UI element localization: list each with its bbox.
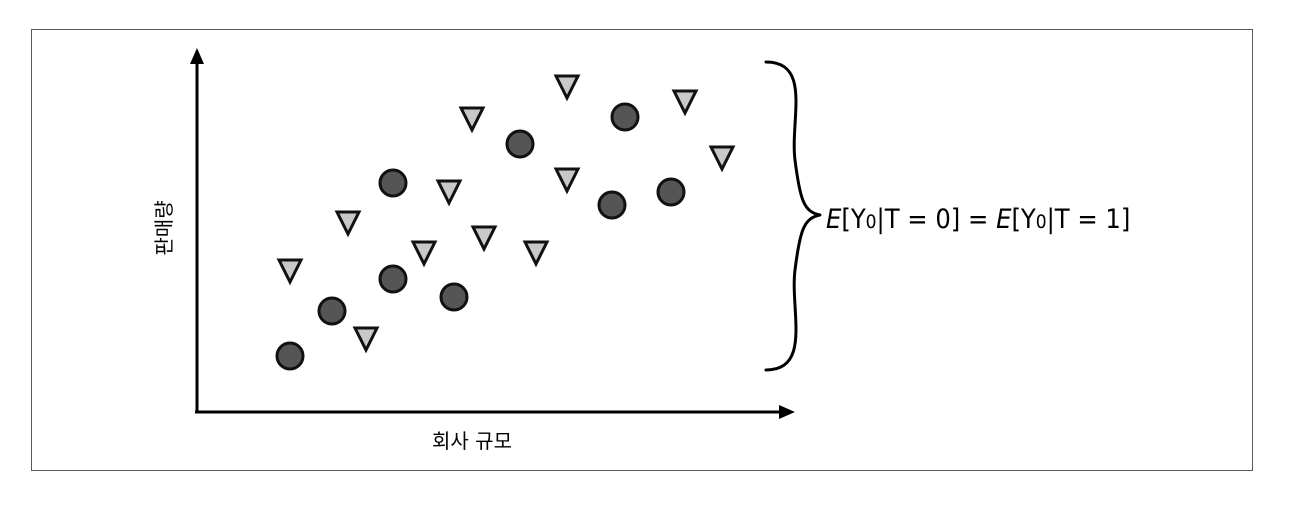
- eq-lhs-given: |T: [877, 204, 900, 235]
- eq-rhs-value: = 1]: [1070, 204, 1131, 235]
- triangle-marker-3: [352, 326, 380, 354]
- triangle-marker-11: [671, 89, 699, 117]
- circle-marker-8: [610, 102, 640, 132]
- eq-lhs-e: E: [826, 204, 842, 235]
- triangle-marker-6: [458, 106, 486, 134]
- eq-rhs-e: E: [996, 204, 1012, 235]
- x-axis-label: 회사 규모: [432, 429, 512, 453]
- triangle-marker-2: [334, 210, 362, 238]
- eq-rhs-subscript: 0: [1036, 211, 1047, 233]
- eq-rhs-given: |T: [1047, 204, 1070, 235]
- curly-brace: [764, 60, 822, 372]
- triangle-marker-9: [553, 74, 581, 102]
- circle-marker-6: [505, 129, 535, 159]
- eq-lhs-open: [Y: [841, 204, 865, 235]
- axes: [190, 48, 795, 419]
- triangle-marker-5: [435, 179, 463, 207]
- y-axis-label: 판매량: [152, 200, 176, 255]
- figure-frame: [31, 29, 1253, 471]
- equation: E[Y0|T = 0] = E[Y0|T = 1]: [826, 204, 1130, 235]
- circle-marker-3: [378, 168, 408, 198]
- circle-marker-4: [378, 264, 408, 294]
- eq-equals: =: [960, 204, 996, 235]
- triangle-marker-7: [470, 225, 498, 253]
- circle-marker-7: [597, 190, 627, 220]
- triangle-marker-8: [522, 240, 550, 268]
- circle-marker-5: [439, 282, 469, 312]
- circle-marker-9: [656, 177, 686, 207]
- y-axis-arrowhead: [190, 48, 204, 64]
- circle-marker-2: [317, 296, 347, 326]
- triangle-marker-1: [276, 258, 304, 286]
- triangle-marker-4: [410, 240, 438, 268]
- triangle-marker-10: [553, 167, 581, 195]
- circle-marker-1: [275, 341, 305, 371]
- triangle-marker-12: [708, 145, 736, 173]
- eq-lhs-value: = 0]: [900, 204, 961, 235]
- markers: [275, 74, 736, 371]
- x-axis-arrowhead: [779, 405, 795, 419]
- eq-lhs-subscript: 0: [866, 211, 877, 233]
- eq-rhs-open: [Y: [1011, 204, 1035, 235]
